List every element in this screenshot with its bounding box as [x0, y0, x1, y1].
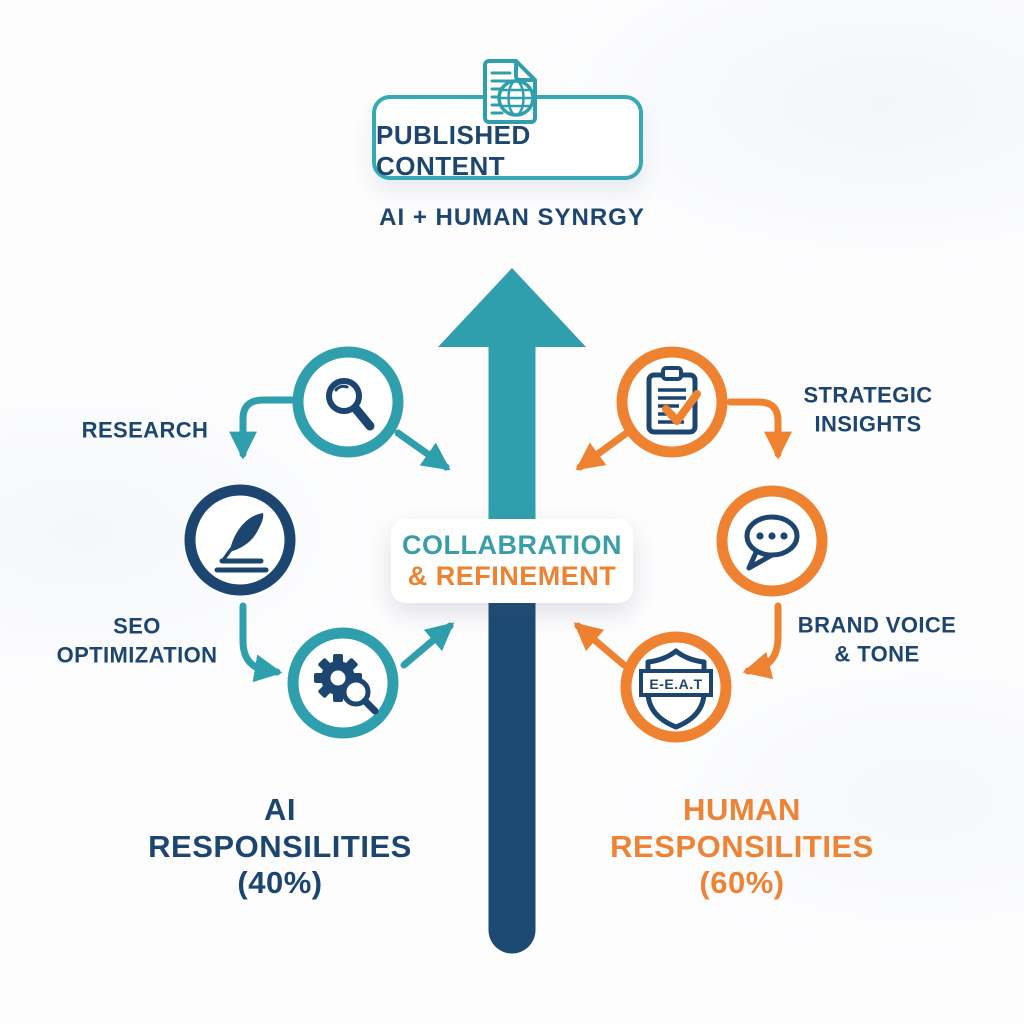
arrow-eat-to-center [573, 622, 628, 669]
arrow-research-to-draft [229, 396, 298, 460]
clipboard-check-icon [646, 366, 701, 435]
seo-optimization-label: SEO OPTIMIZATION [56, 613, 218, 667]
eat-node: E-E.A.T [620, 631, 732, 743]
human-flow-arrows [573, 398, 792, 680]
arrow-voice-to-eat [742, 602, 782, 680]
quill-pen-icon [214, 513, 269, 573]
ai-responsibilities-title: AI RESPONSILITIES (40%) [148, 792, 412, 901]
drafting-node [184, 484, 296, 596]
collaboration-line1: COLLABRATION [402, 529, 622, 560]
central-up-arrow [438, 268, 586, 954]
seo-node [287, 627, 399, 739]
ai-flow-arrows [229, 396, 455, 683]
brand-voice-label: BRAND VOICE & TONE [797, 612, 957, 666]
speech-bubble-icon [744, 514, 800, 571]
strategic-node [616, 346, 728, 458]
collaboration-line2: & REFINEMENT [407, 561, 617, 591]
arrow-seo-to-center [400, 622, 455, 669]
strategic-insights-label: STRATEGIC INSIGHTS [803, 382, 933, 436]
research-node [292, 346, 404, 458]
magnifier-icon [326, 378, 375, 431]
published-content-label: PUBLISHED CONTENT [376, 119, 531, 181]
voice-node [716, 485, 828, 597]
synergy-subtitle: AI + HUMAN SYNRGY [379, 204, 645, 231]
arrow-research-to-center [394, 429, 451, 471]
collaboration-box: COLLABRATION & REFINEMENT [391, 519, 633, 603]
gear-search-icon [314, 654, 379, 715]
arrow-strategic-to-center [575, 428, 632, 471]
arrow-draft-to-seo [239, 602, 283, 683]
arrow-strategic-to-voice [726, 398, 792, 460]
eat-shield-icon: E-E.A.T [620, 631, 732, 743]
human-responsibilities-title: HUMAN RESPONSILITIES (60%) [610, 792, 874, 901]
document-globe-icon [483, 59, 537, 124]
research-label: RESEARCH [81, 417, 209, 443]
eat-badge-label: E-E.A.T [649, 676, 702, 692]
